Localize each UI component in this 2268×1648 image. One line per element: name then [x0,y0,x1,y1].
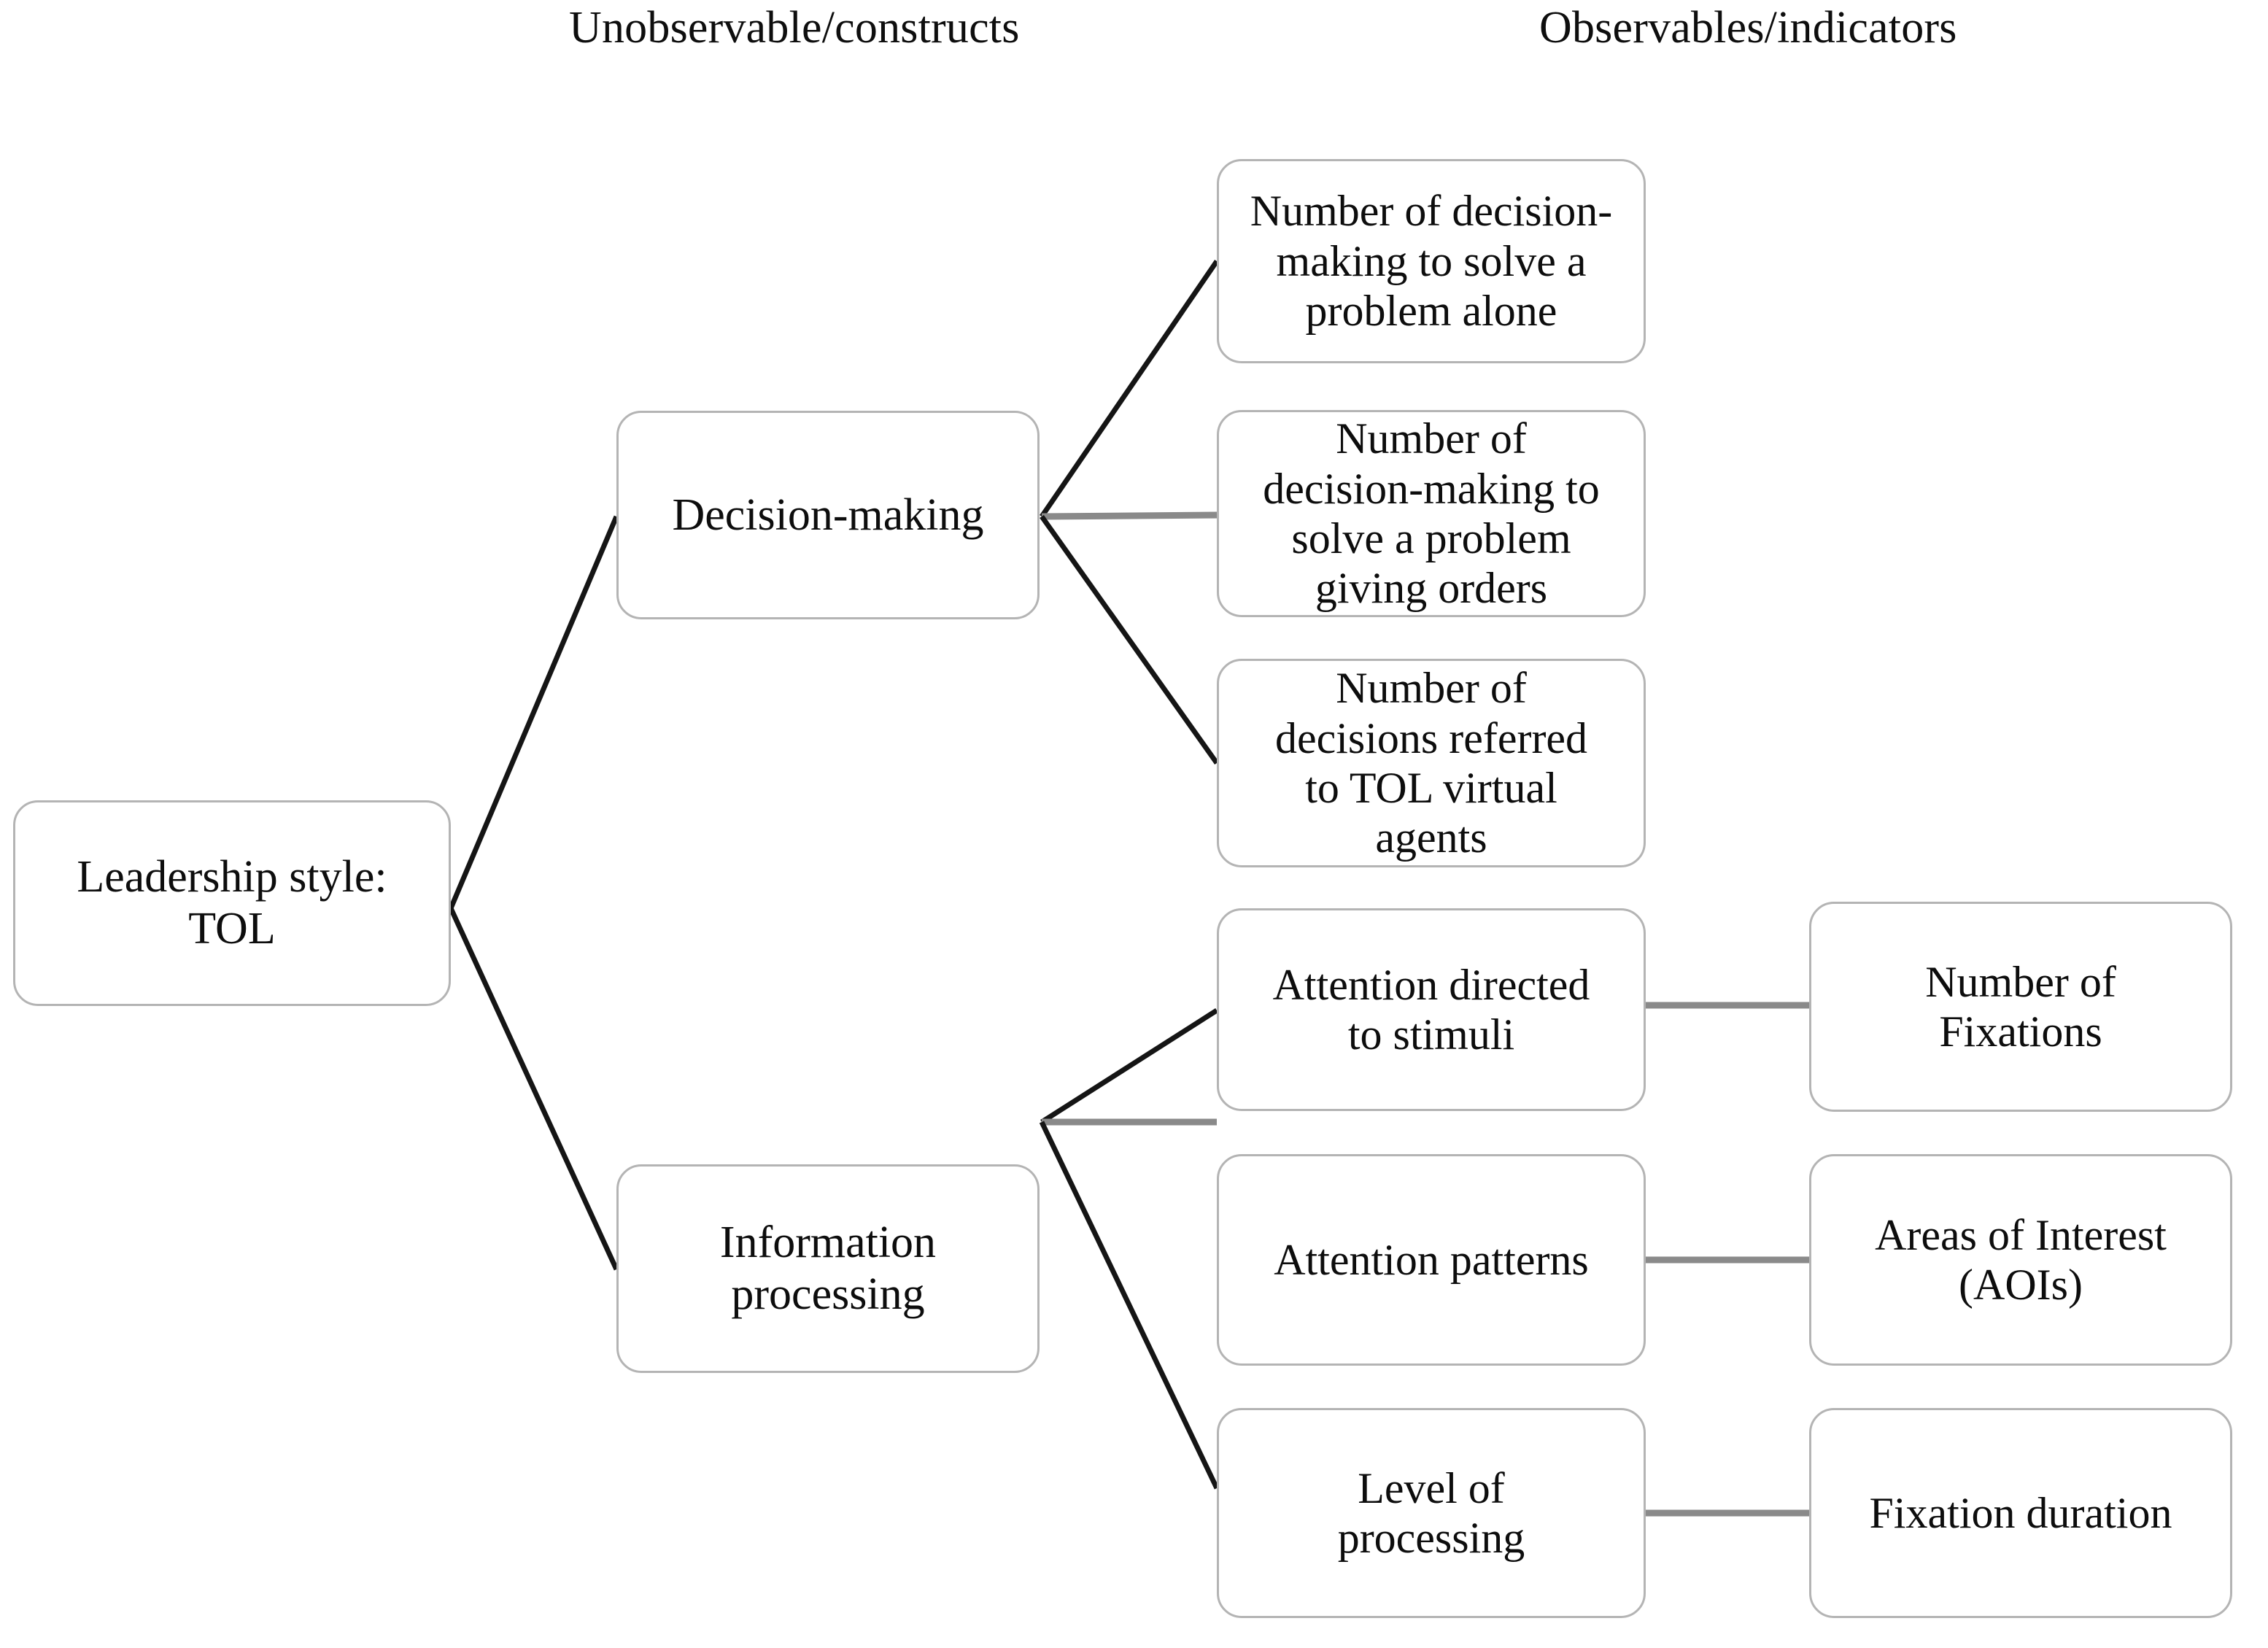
node-label: Fixation duration [1869,1488,2172,1537]
edge-root-to-decision-making [448,515,619,910]
node-label: Decision-making [672,490,984,540]
node-fixation-duration[interactable]: Fixation duration [1809,1408,2232,1618]
node-attention-directed-to-stimuli[interactable]: Attention directed to stimuli [1217,908,1646,1111]
node-decision-making[interactable]: Decision-making [616,411,1040,619]
node-number-of-decisions-alone[interactable]: Number of decision- making to solve a pr… [1217,159,1646,363]
node-leadership-style-tol[interactable]: Leadership style: TOL [13,800,451,1006]
edge-root-to-information-processing [448,907,619,1271]
edge-decision-making-to-indicator-3 [1040,514,1219,765]
edge-information-processing-to-attention-directed [1040,1008,1218,1124]
node-label: Number of decisions referred to TOL virt… [1274,664,1588,862]
node-label: Number of decision- making to solve a pr… [1250,187,1613,336]
node-level-of-processing[interactable]: Level of processing [1217,1408,1646,1618]
node-attention-patterns[interactable]: Attention patterns [1217,1154,1646,1366]
node-label: Leadership style: TOL [77,852,387,953]
node-label: Level of processing [1337,1463,1525,1562]
node-number-of-decisions-referred-to-agents[interactable]: Number of decisions referred to TOL virt… [1217,659,1646,867]
node-label: Attention patterns [1274,1235,1589,1284]
node-number-of-fixations[interactable]: Number of Fixations [1809,902,2232,1112]
node-information-processing[interactable]: Information processing [616,1164,1040,1373]
node-areas-of-interest[interactable]: Areas of Interest (AOIs) [1809,1154,2232,1366]
column-header-unobservable-constructs: Unobservable/constructs [569,3,1020,53]
node-label: Areas of Interest (AOIs) [1875,1210,2167,1309]
edge-decision-making-to-indicator-1 [1040,260,1219,518]
column-header-observables-indicators: Observables/indicators [1539,3,1957,53]
edge-decision-making-to-indicator-2 [1041,511,1218,520]
node-label: Attention directed to stimuli [1272,960,1590,1059]
node-number-of-decisions-giving-orders[interactable]: Number of decision-making to solve a pro… [1217,410,1646,617]
node-label: Number of decision-making to solve a pro… [1263,414,1600,613]
node-label: Number of Fixations [1925,957,2116,1056]
edge-information-processing-to-level-processing [1039,1121,1220,1490]
node-label: Information processing [719,1218,937,1319]
